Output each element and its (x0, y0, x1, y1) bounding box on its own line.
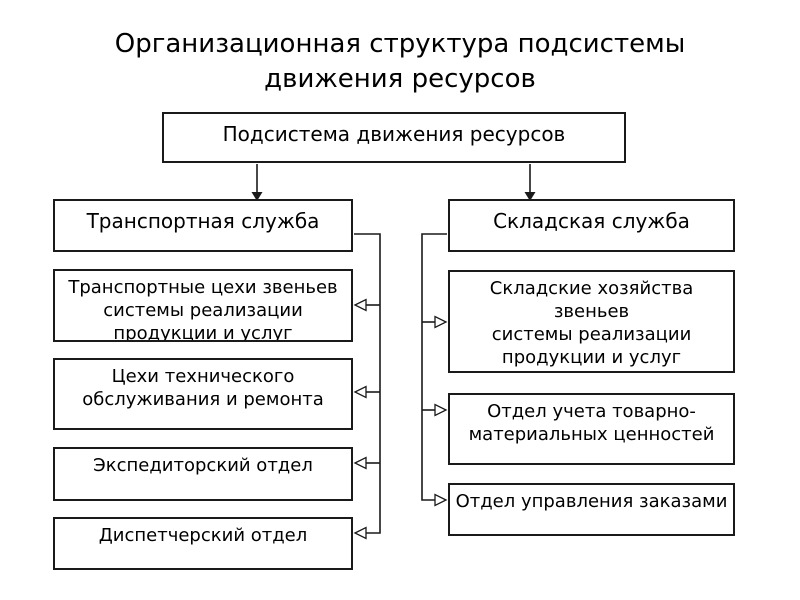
root-box: Подсистема движения ресурсов (162, 112, 626, 163)
transport-child-box-3: Экспедиторский отдел (53, 447, 353, 501)
warehouse-branch-header-box: Складская служба (448, 199, 735, 252)
page-title: Организационная структура подсистемы дви… (114, 29, 686, 94)
transport-branch-header-box: Транспортная служба (53, 199, 353, 252)
transport-child-box-4: Диспетчерский отдел (53, 517, 353, 570)
warehouse-child-box-2: Отдел учета товарно- материальных ценнос… (448, 393, 735, 465)
arrowhead-left-icon (353, 456, 367, 470)
warehouse-child-box-1: Складские хозяйства звеньев системы реал… (448, 270, 735, 373)
arrowhead-left-icon (353, 385, 367, 399)
arrowhead-right-icon (434, 403, 448, 417)
arrowhead-left-icon (353, 526, 367, 540)
transport-branch-connector (353, 233, 381, 540)
arrowhead-right-icon (434, 493, 448, 507)
transport-child-box-1: Транспортные цехи звеньев системы реализ… (53, 269, 353, 342)
down-arrow-to-warehouse (524, 164, 536, 201)
arrowhead-right-icon (434, 315, 448, 329)
down-arrow-to-transport (251, 164, 263, 201)
warehouse-branch-connector (421, 233, 448, 507)
warehouse-child-box-3: Отдел управления заказами (448, 483, 735, 536)
transport-child-box-2: Цехи технического обслуживания и ремонта (53, 358, 353, 430)
arrowhead-left-icon (353, 298, 367, 312)
